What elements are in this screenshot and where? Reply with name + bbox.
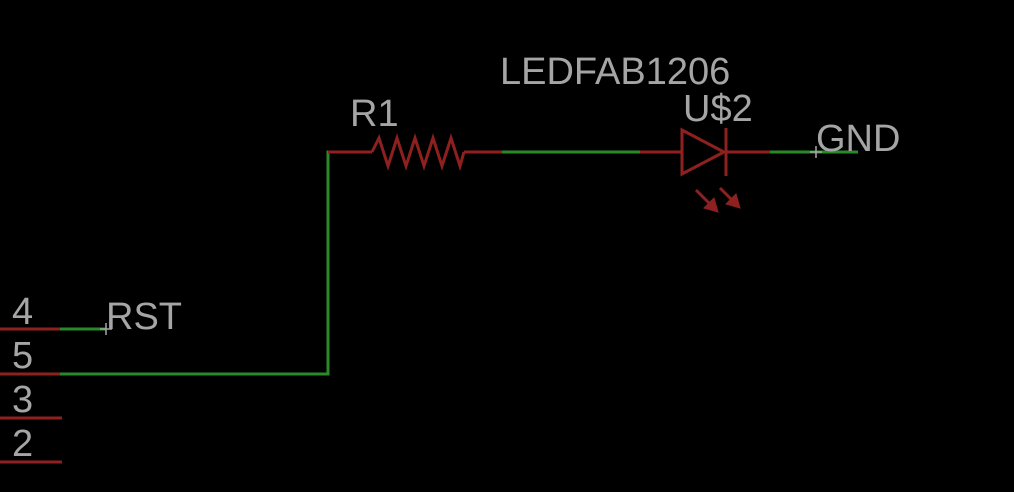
- pin-5-number: 5: [12, 335, 33, 377]
- led-value-label: LEDFAB1206: [500, 51, 730, 93]
- gnd-net-label: GND: [816, 118, 900, 160]
- led-u2[interactable]: [640, 127, 770, 213]
- wire-pin5-to-r1[interactable]: [60, 150, 372, 376]
- rst-net-label: RST: [106, 296, 182, 338]
- connector-pins: [0, 327, 62, 464]
- resistor-r1[interactable]: [328, 133, 502, 172]
- resistor-name-label: R1: [350, 93, 399, 135]
- pin-2-number: 2: [12, 423, 33, 465]
- pin-3-number: 3: [12, 379, 33, 421]
- light-arrows-icon: [694, 186, 741, 213]
- led-name-label: U$2: [683, 88, 753, 130]
- pin-4-number: 4: [12, 291, 33, 333]
- origin-markers: [100, 146, 822, 335]
